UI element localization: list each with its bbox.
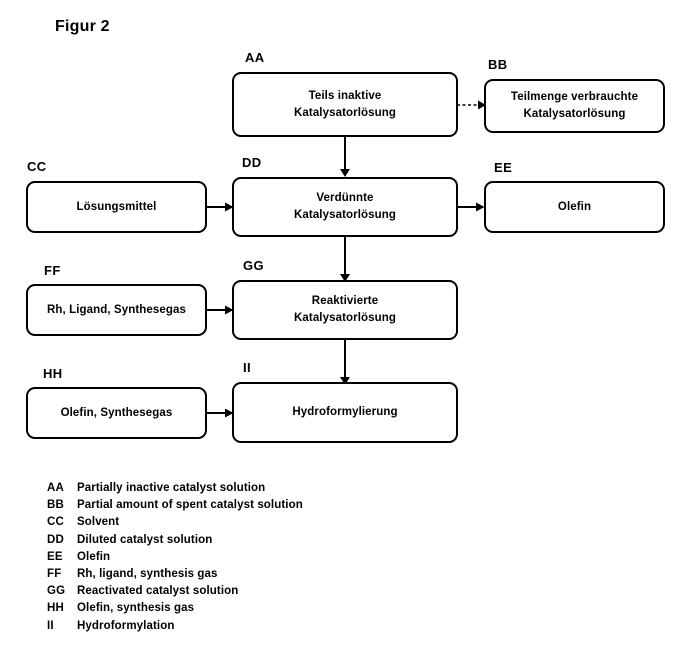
node-box-cc-text: Lösungsmittel [71, 199, 163, 216]
node-tag-dd: DD [242, 155, 262, 170]
node-box-ee-line1: Olefin [557, 200, 592, 213]
figure-title: Figur 2 [55, 18, 110, 35]
node-tag-aa: AA [245, 50, 265, 65]
node-box-cc-line1: Lösungsmittel [76, 200, 157, 213]
legend-row: HH Olefin, synthesis gas [47, 602, 467, 619]
connector-aa-to-dd [340, 135, 350, 177]
node-box-bb-line1: Teilmenge verbrauchte [510, 91, 639, 104]
legend-key: BB [47, 499, 65, 512]
node-box-ee-text: Olefin [552, 199, 597, 216]
node-box-dd-line1: Verdünnte [316, 192, 374, 205]
legend-desc: Reactivated catalyst solution [77, 585, 239, 598]
connector-aa-to-bb [457, 100, 486, 110]
node-box-aa-line2: Katalysatorlösung [293, 106, 397, 119]
connector-ff-to-gg [205, 305, 234, 315]
node-box-gg-line1: Reaktivierte [311, 295, 379, 308]
node-box-bb-line2: Katalysatorlösung [523, 108, 626, 120]
legend-row: CC Solvent [47, 516, 467, 533]
node-tag-ee: EE [494, 160, 513, 175]
legend-row: DD Diluted catalyst solution [47, 534, 467, 551]
node-box-dd[interactable]: Verdünnte Katalysatorlösung [232, 177, 458, 237]
node-box-aa-text: Teils inaktive Katalysatorlösung [288, 88, 402, 121]
legend-key: CC [47, 516, 65, 529]
node-tag-hh: HH [43, 366, 63, 381]
legend-desc: Hydroformylation [77, 619, 175, 632]
connector-cc-to-dd [205, 202, 234, 212]
node-box-ii[interactable]: Hydroformylierung [232, 382, 458, 443]
node-box-hh-text: Olefin, Synthesegas [55, 405, 179, 422]
legend-key: EE [47, 550, 63, 563]
node-box-ff-line1: Rh, Ligand, Synthesegas [46, 303, 187, 316]
legend-key: GG [47, 585, 66, 598]
node-tag-ii: II [243, 360, 252, 375]
connector-dd-to-gg [340, 236, 350, 282]
legend-desc: Olefin, synthesis gas [77, 602, 195, 615]
legend-desc: Diluted catalyst solution [77, 533, 213, 546]
node-box-ff-text: Rh, Ligand, Synthesegas [41, 302, 192, 319]
connector-gg-to-ii [340, 339, 350, 385]
node-box-ii-text: Hydroformylierung [286, 404, 403, 421]
node-box-aa-line1: Teils inaktive [308, 89, 382, 102]
legend-key: FF [47, 567, 62, 580]
legend-row: II Hydroformylation [47, 620, 467, 637]
legend-row: AA Partially inactive catalyst solution [47, 482, 467, 499]
legend-key: HH [47, 602, 65, 615]
node-tag-cc: CC [27, 159, 47, 174]
node-box-hh[interactable]: Olefin, Synthesegas [26, 387, 207, 439]
node-box-cc[interactable]: Lösungsmittel [26, 181, 207, 233]
legend-desc: Rh, ligand, synthesis gas [77, 567, 218, 580]
legend-desc: Olefin [77, 550, 111, 563]
node-box-dd-line2: Katalysatorlösung [293, 209, 397, 221]
node-box-bb-text: Teilmenge verbrauchte Katalysatorlösung [505, 89, 644, 122]
node-box-dd-text: Verdünnte Katalysatorlösung [288, 190, 402, 223]
node-box-ee[interactable]: Olefin [484, 181, 665, 233]
node-box-hh-line1: Olefin, Synthesegas [60, 406, 173, 419]
legend-key: II [47, 619, 54, 632]
legend-key: DD [47, 533, 65, 546]
node-box-gg[interactable]: Reaktivierte Katalysatorlösung [232, 280, 458, 340]
node-box-ff[interactable]: Rh, Ligand, Synthesegas [26, 284, 207, 336]
node-tag-ff: FF [44, 263, 61, 278]
legend-row: GG Reactivated catalyst solution [47, 585, 467, 602]
legend-row: FF Rh, ligand, synthesis gas [47, 568, 467, 585]
legend-desc: Solvent [77, 516, 120, 529]
node-box-bb[interactable]: Teilmenge verbrauchte Katalysatorlösung [484, 79, 665, 133]
node-box-ii-line1: Hydroformylierung [292, 406, 398, 419]
legend-row: EE Olefin [47, 551, 467, 568]
node-box-gg-line2: Katalysatorlösung [293, 312, 397, 324]
legend-desc: Partial amount of spent catalyst solutio… [77, 499, 303, 512]
legend-key: AA [47, 482, 65, 494]
connector-dd-to-ee [456, 202, 485, 212]
legend-desc: Partially inactive catalyst solution [77, 482, 266, 494]
node-tag-bb: BB [488, 57, 508, 72]
node-box-aa[interactable]: Teils inaktive Katalysatorlösung [232, 72, 458, 137]
node-box-gg-text: Reaktivierte Katalysatorlösung [288, 293, 402, 326]
connector-hh-to-ii [205, 408, 234, 418]
node-tag-gg: GG [243, 258, 265, 273]
legend: AA Partially inactive catalyst solution … [47, 482, 467, 637]
legend-row: BB Partial amount of spent catalyst solu… [47, 499, 467, 516]
